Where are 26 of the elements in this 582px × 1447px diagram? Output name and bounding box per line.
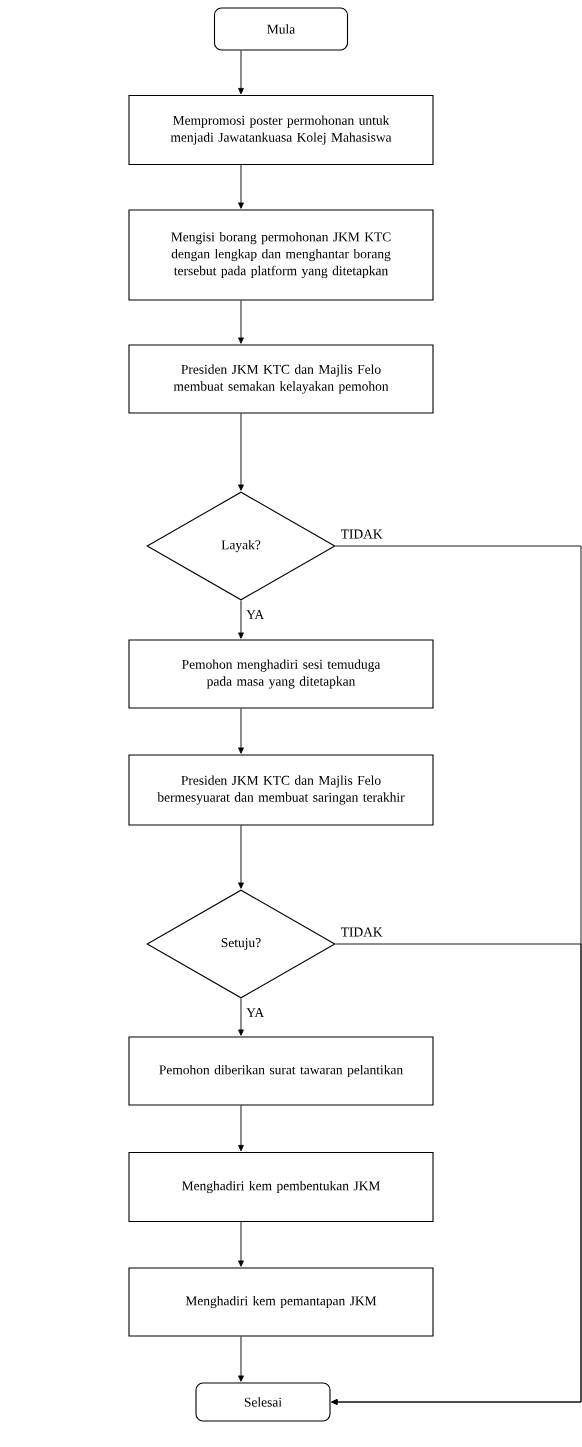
arrow <box>238 825 244 889</box>
arrow <box>238 164 244 209</box>
edge-label: TIDAK <box>339 528 384 540</box>
arrow <box>331 943 582 1405</box>
arrow <box>238 1221 244 1267</box>
process-box: Presiden JKM KTC dan Majlis Felo membuat semakan kelayakan pemohon <box>128 344 434 414</box>
arrow <box>238 600 244 639</box>
arrow <box>238 413 244 491</box>
process-box: Mengisi borang permohonan JKM KTC dengan lengkap dan menghantar borang tersebut pada platform yang ditetapkan <box>128 209 434 301</box>
edge-label: TIDAK <box>339 926 384 938</box>
arrow <box>238 708 244 754</box>
arrow <box>238 1336 244 1382</box>
edge-label: YA <box>245 1007 266 1018</box>
process-box: Menghadiri kem pemantapan JKM <box>128 1267 434 1337</box>
arrow <box>238 300 244 344</box>
arrow <box>238 50 244 95</box>
process-box: Presiden JKM KTC dan Majlis Felo bermesyuarat dan membuat saringan terakhir <box>128 754 434 826</box>
arrow <box>238 998 244 1036</box>
process-box: Menghadiri kem pembentukan JKM <box>128 1151 434 1223</box>
process-box: Pemohon diberikan surat tawaran pelantikan <box>128 1036 434 1106</box>
arrow <box>238 1105 244 1152</box>
terminal-box: Mula <box>213 7 349 51</box>
process-box: Mempromosi poster permohonan untuk menjadi Jawatankuasa Kolej Mahasiswa <box>128 94 434 166</box>
process-box: Pemohon menghadiri sesi temuduga pada masa yang ditetapkan <box>128 639 434 709</box>
terminal-box: Selesai <box>195 1382 331 1422</box>
edge-label: YA <box>245 609 266 620</box>
